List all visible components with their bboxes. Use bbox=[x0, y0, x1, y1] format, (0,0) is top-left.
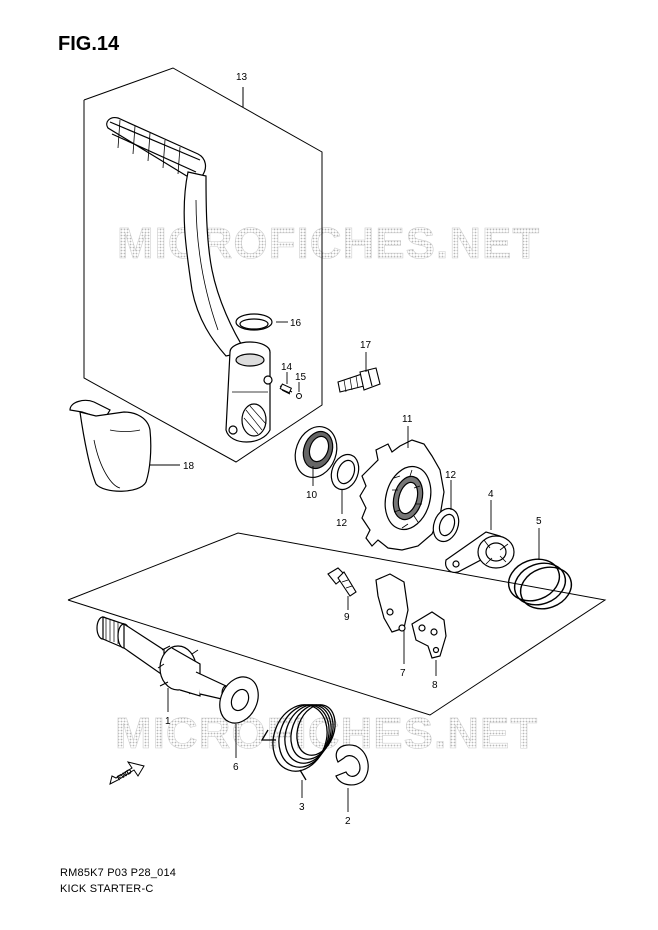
callout-15: 15 bbox=[295, 372, 307, 383]
washer-part-12b bbox=[432, 507, 460, 543]
callout-6: 6 bbox=[233, 762, 239, 773]
callout-18: 18 bbox=[183, 461, 195, 472]
callout-4: 4 bbox=[488, 489, 494, 500]
boot-cover-part bbox=[69, 399, 152, 492]
figure-code: RM85K7 P03 P28_014 bbox=[60, 867, 177, 879]
washer-part-6 bbox=[219, 676, 259, 724]
callout-2: 2 bbox=[345, 816, 351, 827]
oil-seal-part bbox=[294, 426, 338, 478]
ratchet-gear-part bbox=[359, 439, 445, 551]
callout-14: 14 bbox=[281, 362, 293, 373]
callout-17: 17 bbox=[360, 340, 372, 351]
fwd-arrow-icon: FWD bbox=[109, 761, 145, 785]
leader-lines bbox=[150, 321, 540, 812]
circlip-part-2 bbox=[335, 744, 369, 786]
callout-9: 9 bbox=[344, 612, 350, 623]
fwd-label: FWD bbox=[116, 768, 133, 782]
figure-name: KICK STARTER-C bbox=[60, 883, 154, 895]
kick-lever-part bbox=[106, 117, 273, 443]
circlip-part bbox=[235, 313, 273, 331]
washer-part-12a bbox=[330, 453, 360, 491]
pin-part bbox=[279, 383, 293, 395]
callout-1: 1 bbox=[165, 716, 171, 727]
callout-13: 13 bbox=[236, 72, 248, 83]
callout-11: 11 bbox=[402, 414, 413, 425]
watermark-bottom: MICROFICHES.NET bbox=[115, 709, 538, 758]
figure-title: FIG.14 bbox=[58, 33, 120, 55]
guide-part bbox=[445, 531, 515, 573]
callout-7: 7 bbox=[400, 668, 406, 679]
torsion-spring-part bbox=[260, 704, 336, 781]
spring-part-5 bbox=[507, 558, 573, 610]
stopper-plate-part bbox=[375, 573, 409, 633]
callout-16: 16 bbox=[290, 318, 302, 329]
kick-shaft-part bbox=[96, 616, 231, 701]
callout-12-upper: 12 bbox=[445, 470, 457, 481]
watermark-top: MICROFICHES.NET bbox=[117, 219, 540, 268]
small-washer-part bbox=[296, 393, 302, 399]
callout-5: 5 bbox=[536, 516, 542, 527]
lever-assembly-box bbox=[83, 67, 323, 463]
bolt-part-9 bbox=[327, 567, 357, 597]
plate-part-8 bbox=[411, 611, 447, 659]
callout-labels: 13 16 14 15 17 18 11 12 10 12 4 5 9 7 8 … bbox=[165, 72, 542, 827]
callout-8: 8 bbox=[432, 680, 438, 691]
callout-10: 10 bbox=[306, 490, 318, 501]
bolt-part-17 bbox=[337, 367, 381, 393]
callout-3: 3 bbox=[299, 802, 305, 813]
callout-12-lower: 12 bbox=[336, 518, 348, 529]
shaft-assembly-box bbox=[67, 532, 607, 716]
